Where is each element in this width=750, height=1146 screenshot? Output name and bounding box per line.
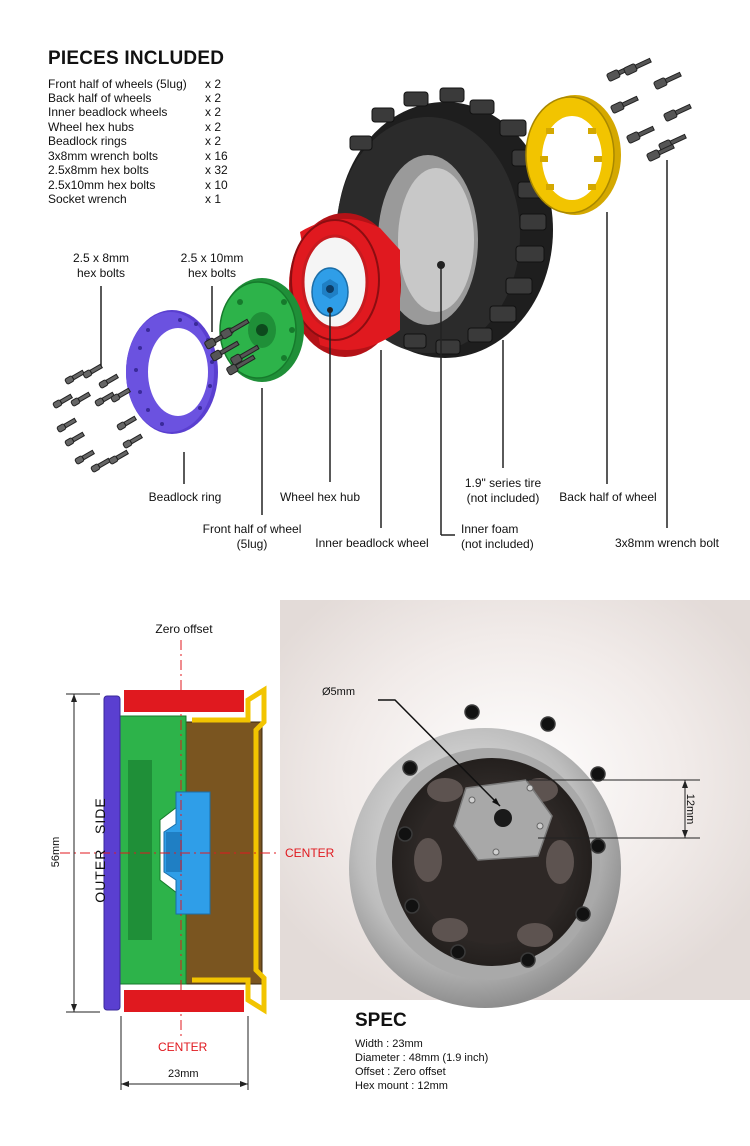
pieces-title: PIECES INCLUDED (48, 48, 225, 69)
piece-name: 2.5x8mm hex bolts (48, 163, 149, 177)
piece-name: 3x8mm wrench bolts (48, 149, 159, 163)
exploded-view (52, 57, 692, 536)
label-line: Front half of wheel (202, 522, 302, 536)
label-line: Inner foam (461, 522, 519, 536)
label-inner-beadlock: Inner beadlock wheel (315, 536, 429, 550)
label-line: 2.5 x 10mm (180, 251, 244, 265)
leader-lines (100, 160, 668, 536)
label-tire: 1.9" series tire (not included) (458, 476, 548, 506)
piece-name: Wheel hex hubs (48, 120, 135, 134)
piece-qty: x 32 (205, 163, 228, 177)
cross-section-diagram (60, 640, 276, 1090)
label-center-bottom: CENTER (158, 1040, 208, 1054)
spec-line: Hex mount : 12mm (355, 1080, 448, 1092)
label-center-right: CENTER (285, 846, 335, 860)
piece-qty: x 2 (205, 105, 222, 119)
piece-qty: x 2 (205, 77, 222, 91)
label-line: 1.9" series tire (464, 476, 542, 490)
section-and-photo (60, 600, 750, 1090)
label-line: 2.5 x 8mm (72, 251, 129, 265)
label-line: (not included) (461, 537, 534, 551)
piece-qty: x 16 (205, 149, 228, 163)
spec-line: Offset : Zero offset (355, 1066, 446, 1078)
hex-bolts-10mm-illustration (204, 318, 260, 376)
label-bolts-10mm: 2.5 x 10mm hex bolts (172, 251, 252, 281)
label-height-dim: 56mm (50, 836, 62, 868)
wrench-bolts-illustration (606, 57, 692, 162)
label-bolts-8mm: 2.5 x 8mm hex bolts (62, 251, 140, 281)
piece-qty: x 2 (205, 120, 222, 134)
label-wrench-bolt: 3x8mm wrench bolt (614, 536, 720, 550)
hex-bolts-8mm-illustration (52, 363, 144, 473)
spec-line: Diameter : 48mm (1.9 inch) (355, 1052, 489, 1064)
label-beadlock-ring: Beadlock ring (148, 490, 222, 504)
label-outer-side: OUTER SIDE (92, 797, 108, 903)
piece-name: Beadlock rings (48, 134, 127, 148)
piece-name: Front half of wheels (5lug) (48, 77, 187, 91)
label-width-dim: 23mm (168, 1068, 199, 1080)
piece-name: Socket wrench (48, 192, 127, 206)
label-back-half: Back half of wheel (559, 490, 657, 504)
label-line: (5lug) (236, 537, 268, 551)
label-line: hex bolts (187, 266, 237, 280)
label-zero-offset: Zero offset (155, 622, 213, 636)
label-inner-foam: Inner foam (not included) (461, 522, 534, 552)
piece-qty: x 2 (205, 91, 222, 105)
label-line: hex bolts (76, 266, 126, 280)
beadlock-ring-illustration (126, 310, 218, 434)
label-hex-dim: 12mm (684, 793, 696, 825)
spec-line: Width : 23mm (355, 1038, 423, 1050)
spec-title: SPEC (355, 1010, 407, 1031)
piece-qty: x 1 (205, 192, 222, 206)
label-front-half: Front half of wheel (5lug) (196, 522, 308, 552)
label-hole-dim: Ø5mm (322, 686, 355, 698)
piece-name: 2.5x10mm hex bolts (48, 178, 156, 192)
wheel-photo (349, 699, 700, 1008)
back-half-illustration (525, 95, 621, 215)
label-hex-hub: Wheel hex hub (279, 490, 361, 504)
piece-qty: x 2 (205, 134, 222, 148)
piece-name: Inner beadlock wheels (48, 105, 168, 119)
label-line: (not included) (466, 491, 540, 505)
piece-qty: x 10 (205, 178, 228, 192)
piece-name: Back half of wheels (48, 91, 152, 105)
